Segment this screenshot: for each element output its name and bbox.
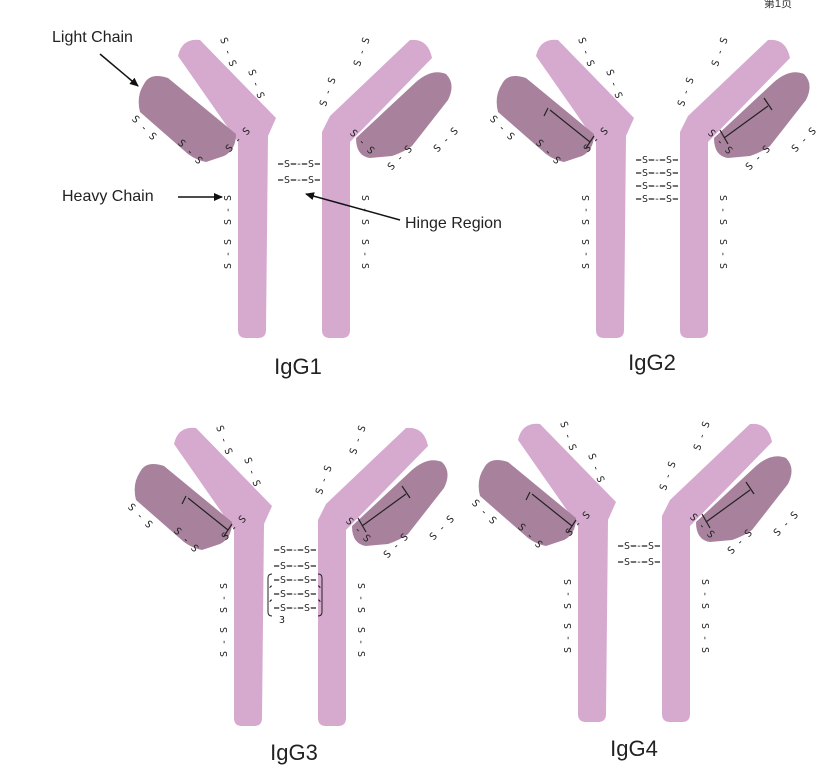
svg-text:S - S: S - S xyxy=(624,557,654,568)
svg-text:S - S: S - S xyxy=(624,541,654,552)
igg1-label: IgG1 xyxy=(274,354,322,379)
corner-page-mark: 第1页 xyxy=(764,0,792,10)
heavy-chain-annotation: Heavy Chain xyxy=(62,188,154,205)
svg-text:S - S: S - S xyxy=(280,545,310,556)
igg3-hinge-bonds: S - S S - S S - S S - S S - S 3 xyxy=(267,544,323,626)
light-chain-annotation: Light Chain xyxy=(52,29,133,46)
igg1-antibody: S - S S - S xyxy=(129,36,461,338)
svg-text:S - S: S - S xyxy=(642,194,672,205)
hinge-region-annotation: Hinge Region xyxy=(405,215,502,232)
igg4-hinge-bonds: S - S S - S xyxy=(618,540,660,570)
igg1-hinge-bonds: S - S S - S xyxy=(278,158,320,188)
igg2-antibody: S - S S - S S - S S - S xyxy=(487,36,819,338)
svg-text:S - S: S - S xyxy=(284,175,314,186)
svg-text:S - S: S - S xyxy=(280,603,310,614)
svg-text:S - S: S - S xyxy=(642,155,672,166)
igg3-repeat-count: 3 xyxy=(279,615,285,626)
igg4-label: IgG4 xyxy=(610,736,658,761)
svg-text:S - S: S - S xyxy=(280,575,310,586)
svg-text:S - S: S - S xyxy=(280,589,310,600)
svg-text:S - S: S - S xyxy=(642,181,672,192)
svg-text:S - S: S - S xyxy=(642,168,672,179)
svg-text:S - S: S - S xyxy=(284,159,314,170)
igg2-label: IgG2 xyxy=(628,350,676,375)
igg2-hinge-bonds: S - S S - S S - S S - S xyxy=(636,154,678,207)
light-chain-arrow xyxy=(99,53,139,87)
igg3-antibody: S - S S - S S - S S - S S - S 3 xyxy=(125,424,457,726)
igg4-antibody: S - S S - S xyxy=(469,420,801,722)
svg-text:S - S: S - S xyxy=(280,561,310,572)
igg3-label: IgG3 xyxy=(270,740,318,765)
hinge-region-arrow xyxy=(305,192,401,221)
